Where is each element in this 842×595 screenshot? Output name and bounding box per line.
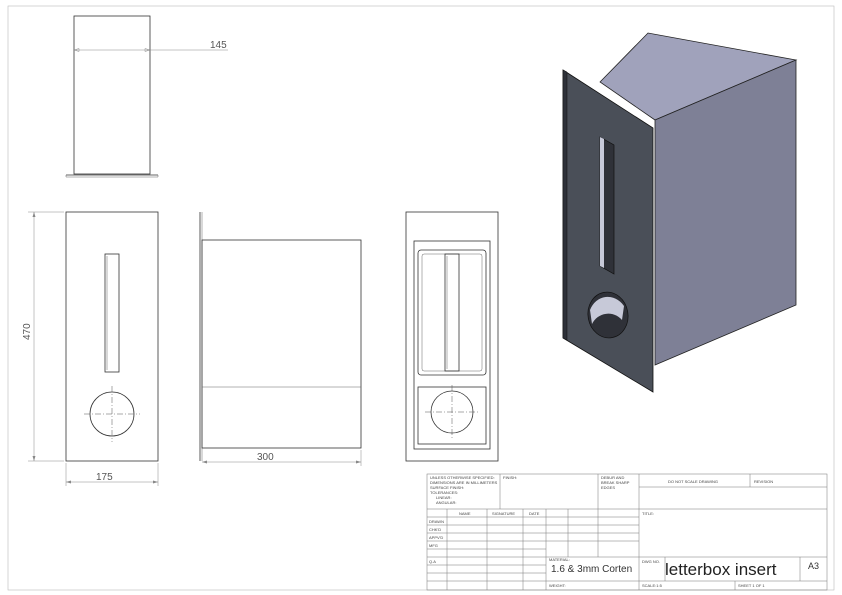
tb-scale-label: SCALE:1:5 bbox=[642, 583, 663, 588]
side-view: 300 bbox=[199, 212, 362, 466]
tb-do-not-scale: DO NOT SCALE DRAWING bbox=[668, 479, 718, 484]
top-view-body bbox=[73, 15, 151, 175]
tb-row-mfg: MFG bbox=[429, 543, 438, 548]
tb-material: 1.6 & 3mm Corten bbox=[551, 564, 632, 575]
tb-material-label: MATERIAL: bbox=[549, 557, 570, 562]
iso-box-side bbox=[654, 59, 797, 366]
tb-note-3: SURFACE FINISH: bbox=[430, 485, 464, 490]
dim-top-width: 145 bbox=[210, 40, 227, 51]
isometric-view bbox=[562, 32, 798, 393]
title-block-frame bbox=[426, 473, 828, 591]
tb-deburr-1: DEBUR AND bbox=[601, 475, 624, 480]
front-view-slot bbox=[104, 253, 120, 373]
tb-sheet-label: SHEET 1 OF 1 bbox=[738, 583, 765, 588]
tb-title-label: TITLE: bbox=[642, 511, 654, 516]
tb-note-5: LINEAR: bbox=[436, 495, 452, 500]
tb-note-1: UNLESS OTHERWISE SPECIFIED: bbox=[430, 475, 495, 480]
rear-view-slot bbox=[444, 253, 460, 372]
rear-view-box bbox=[413, 240, 491, 450]
tb-col-name: NAME bbox=[459, 511, 471, 516]
tb-col-date: DATE bbox=[529, 511, 540, 516]
title-block: UNLESS OTHERWISE SPECIFIED: DIMENSIONS A… bbox=[426, 473, 828, 591]
tb-deburr-3: EDGES bbox=[601, 485, 615, 490]
sheet-border bbox=[7, 5, 835, 591]
tb-col-signature: SIGNATURE bbox=[492, 511, 515, 516]
tb-weight-label: WEIGHT: bbox=[549, 583, 566, 588]
tb-note-2: DIMENSIONS ARE IN MILLIMETERS bbox=[430, 480, 498, 485]
tb-sheet-size: A3 bbox=[808, 561, 819, 571]
tb-note-6: ANGULAR: bbox=[436, 500, 456, 505]
dim-front-width: 175 bbox=[96, 472, 113, 483]
front-view-plate bbox=[65, 211, 159, 462]
tb-row-appvd: APPV'D bbox=[429, 535, 443, 540]
tb-deburr-2: BREAK SHARP bbox=[601, 480, 630, 485]
tb-row-qa: Q.A bbox=[429, 559, 436, 564]
rear-view bbox=[405, 211, 499, 462]
tb-note-4: TOLERANCES: bbox=[430, 490, 458, 495]
top-view: 145 bbox=[65, 15, 228, 178]
front-view: 470 175 bbox=[22, 211, 159, 486]
dim-front-height: 470 bbox=[22, 323, 33, 340]
tb-dwg-no-label: DWG NO. bbox=[642, 559, 660, 564]
rear-view-plate bbox=[405, 211, 499, 462]
tb-drawing-title: letterbox insert bbox=[665, 560, 777, 579]
tb-finish-label: FINISH: bbox=[503, 475, 517, 480]
rear-view-slot-frame bbox=[417, 249, 487, 376]
side-view-box bbox=[201, 239, 362, 449]
tb-row-drawn: DRAWN bbox=[429, 519, 444, 524]
tb-revision-label: REVISION bbox=[754, 479, 773, 484]
dim-side-depth: 300 bbox=[257, 452, 274, 463]
tb-row-chkd: CHK'D bbox=[429, 527, 441, 532]
